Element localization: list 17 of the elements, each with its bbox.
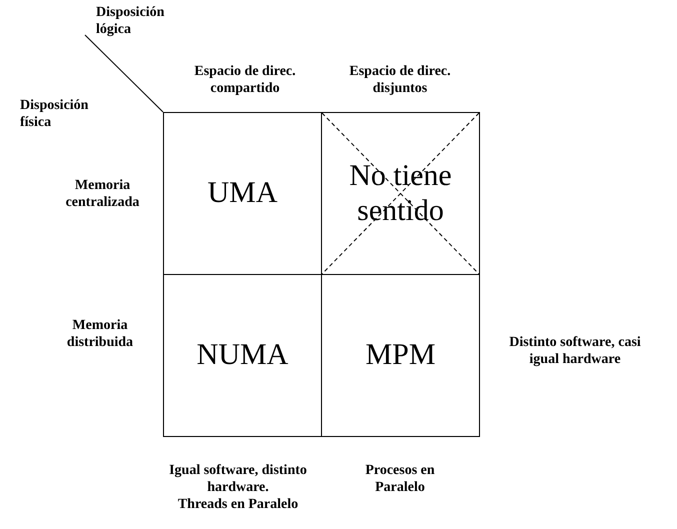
- column-note: Threads en Paralelo: [176, 497, 300, 514]
- axis-heading: Disposición física: [20, 98, 90, 132]
- column-note: Igual software, distinto hardware.: [168, 463, 308, 497]
- cell-text: No tiene sentido: [348, 159, 453, 228]
- cell-text: NUMA: [196, 338, 290, 373]
- column-header: Espacio de direc. compartido: [193, 64, 297, 98]
- cell-text: MPM: [364, 338, 437, 373]
- row-header: Memoria centralizada: [64, 178, 140, 212]
- axis-heading: Disposición lógica: [96, 5, 166, 39]
- table-cell: [321, 274, 480, 437]
- table-cell: [163, 112, 322, 275]
- row-note: Distinto software, casi igual hardware: [508, 335, 642, 369]
- column-header: Espacio de direc. disjuntos: [348, 64, 452, 98]
- column-note: Procesos en Paralelo: [364, 463, 436, 497]
- row-header: Memoria distribuida: [66, 318, 134, 352]
- table-cell: [163, 274, 322, 437]
- cell-text: UMA: [206, 176, 278, 211]
